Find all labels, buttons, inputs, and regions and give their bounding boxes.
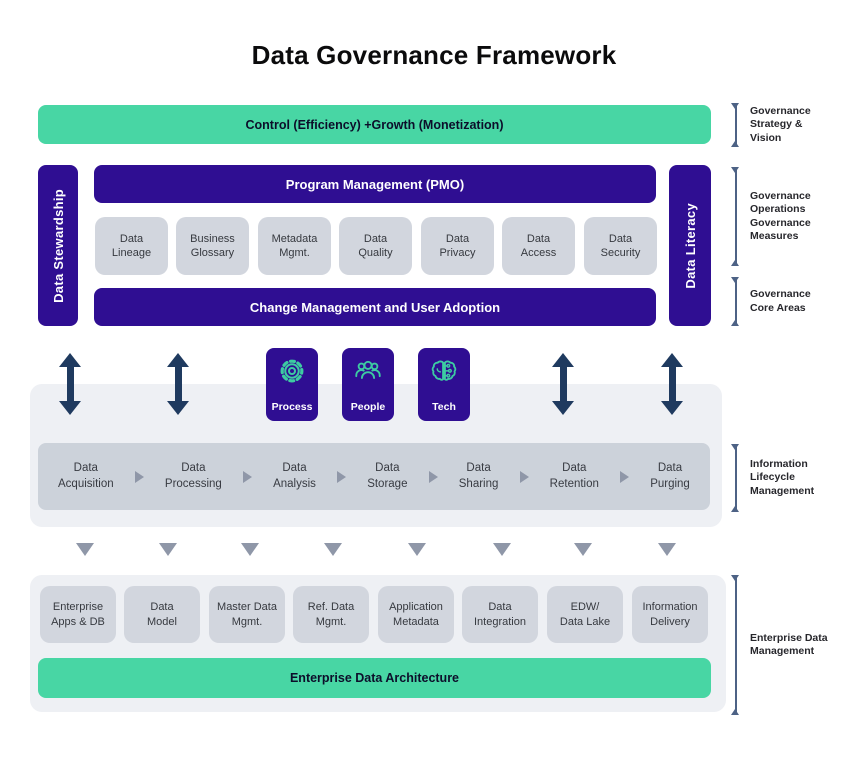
- annotation-label: Governance Core Areas: [750, 288, 811, 314]
- down-arrow-icon: [159, 543, 177, 556]
- core-area-box: Data Security: [584, 217, 657, 275]
- lifecycle-stage: Data Purging: [650, 461, 690, 490]
- enabler-tile-tech: Tech: [418, 348, 470, 421]
- down-arrow-icon: [76, 543, 94, 556]
- lifecycle-stage: Data Acquisition: [58, 461, 114, 490]
- core-area-box: Data Quality: [339, 217, 412, 275]
- lifecycle-stage: Data Sharing: [458, 461, 499, 490]
- edm-box: Data Model: [124, 586, 200, 643]
- page-title: Data Governance Framework: [251, 40, 617, 70]
- double-arrow-icon: [552, 353, 574, 415]
- edm-box: Enterprise Apps & DB: [40, 586, 116, 643]
- double-arrow-icon: [661, 353, 683, 415]
- core-area-box: Data Lineage: [95, 217, 168, 275]
- pillar-label: Data Stewardship: [50, 188, 66, 303]
- right-arrow-icon: [134, 470, 144, 483]
- edm-box: Ref. Data Mgmt.: [293, 586, 369, 643]
- down-arrow-icon: [574, 543, 592, 556]
- people-icon: [355, 360, 381, 379]
- core-area-box: Business Glossary: [176, 217, 249, 275]
- annotation-label: Governance Operations Governance Measure…: [750, 190, 811, 242]
- bracket-icon: [731, 277, 740, 326]
- brain-icon: [431, 360, 457, 381]
- annotation-label: Governance Strategy & Vision: [750, 105, 811, 144]
- double-arrow-icon: [167, 353, 189, 415]
- right-arrow-icon: [242, 470, 252, 483]
- edm-box: Master Data Mgmt.: [209, 586, 285, 643]
- enabler-tile-people: People: [342, 348, 394, 421]
- down-arrow-icon: [241, 543, 259, 556]
- right-arrow-icon: [620, 470, 630, 483]
- annotation-label: Information Lifecycle Management: [750, 458, 815, 497]
- down-arrow-icon: [658, 543, 676, 556]
- enabler-label: Process: [271, 401, 313, 413]
- enabler-label: Tech: [432, 401, 456, 413]
- core-area-box: Data Privacy: [421, 217, 494, 275]
- bracket-icon: [731, 167, 740, 266]
- right-arrow-icon: [519, 470, 529, 483]
- pillar-data-literacy: Data Literacy: [669, 165, 711, 326]
- right-arrow-icon: [428, 470, 438, 483]
- right-arrow-icon: [337, 470, 347, 483]
- lifecycle-stage: Data Processing: [164, 461, 222, 490]
- annotation-information-lifecycle: Information Lifecycle Management: [731, 444, 858, 512]
- annotation-label: Enterprise Data Management: [750, 631, 828, 657]
- core-area-box: Metadata Mgmt.: [258, 217, 331, 275]
- lifecycle-stage: Data Storage: [367, 461, 408, 490]
- down-arrow-icon: [408, 543, 426, 556]
- enterprise-data-architecture-bar: Enterprise Data Architecture: [38, 658, 711, 698]
- gear-icon: [280, 359, 304, 383]
- annotation-governance-strategy: Governance Strategy & Vision: [731, 103, 858, 147]
- core-area-box: Data Access: [502, 217, 575, 275]
- annotation-enterprise-data-management: Enterprise Data Management: [731, 575, 858, 715]
- bracket-icon: [731, 575, 740, 715]
- information-lifecycle-strip: Data Acquisition Data Processing Data An…: [38, 443, 710, 510]
- annotation-governance-operations: Governance Operations Governance Measure…: [731, 167, 858, 266]
- lifecycle-stage: Data Analysis: [273, 461, 316, 490]
- edm-box: Application Metadata: [378, 586, 454, 643]
- strategy-bar: Control (Efficiency) +Growth (Monetizati…: [38, 105, 711, 144]
- bracket-icon: [731, 444, 740, 512]
- pmo-bar: Program Management (PMO): [94, 165, 656, 203]
- bracket-icon: [731, 103, 740, 147]
- enabler-tile-process: Process: [266, 348, 318, 421]
- edm-box: Data Integration: [462, 586, 538, 643]
- pillar-label: Data Literacy: [682, 202, 698, 289]
- edm-box: EDW/ Data Lake: [547, 586, 623, 643]
- enabler-label: People: [350, 401, 386, 413]
- annotation-governance-core-areas: Governance Core Areas: [731, 277, 858, 326]
- lifecycle-stage: Data Retention: [549, 461, 599, 490]
- pillar-data-stewardship: Data Stewardship: [38, 165, 78, 326]
- down-arrow-icon: [324, 543, 342, 556]
- edm-box: Information Delivery: [632, 586, 708, 643]
- down-arrow-icon: [493, 543, 511, 556]
- double-arrow-icon: [59, 353, 81, 415]
- change-management-bar: Change Management and User Adoption: [94, 288, 656, 326]
